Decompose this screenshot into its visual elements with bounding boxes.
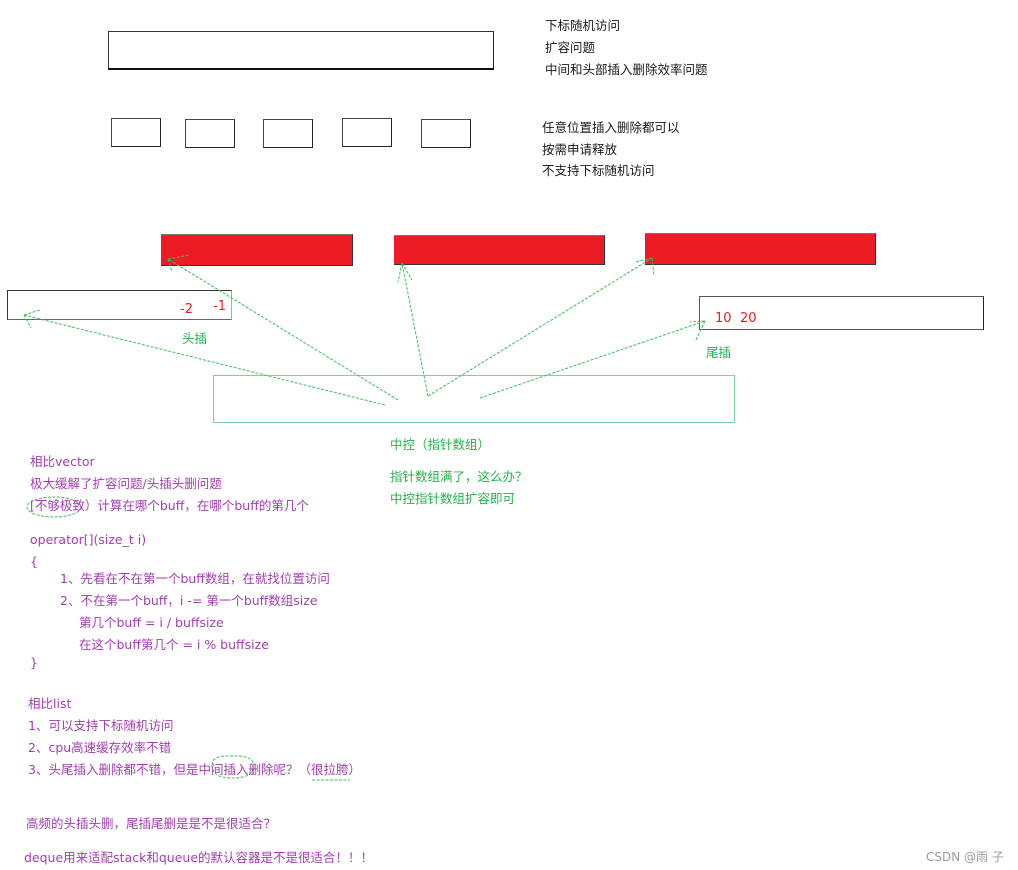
head-value-minus-2: -2 xyxy=(180,302,193,317)
deque-tail-buffer xyxy=(699,296,984,330)
central-control-array xyxy=(213,375,735,423)
operator-close-brace: } xyxy=(30,655,38,670)
deque-buffer-3 xyxy=(645,233,876,265)
tail-insert-label: 尾插 xyxy=(706,345,732,360)
tail-value-20: 20 xyxy=(740,311,757,326)
list-node-4 xyxy=(342,118,392,147)
list-note-no-random-access: 不支持下标随机访问 xyxy=(542,163,655,178)
control-full-answer: 中控指针数组扩容即可 xyxy=(390,491,516,506)
compare-vector-line1: 极大缓解了扩容问题/头插头删问题 xyxy=(30,476,222,491)
compare-list-item2: 2、cpu高速缓存效率不错 xyxy=(28,740,172,755)
central-control-label: 中控（指针数组） xyxy=(390,437,491,452)
list-node-2 xyxy=(185,119,235,148)
operator-signature: operator[](size_t i) xyxy=(30,532,147,547)
vector-contiguous-block xyxy=(108,31,494,70)
operator-step1: 1、先看在不在第一个buff数组，在就找位置访问 xyxy=(60,571,330,586)
list-node-5 xyxy=(421,119,471,148)
compare-list-item1: 1、可以支持下标随机访问 xyxy=(28,718,174,733)
control-full-question: 指针数组满了，这么办？ xyxy=(390,469,528,484)
vector-note-random-access: 下标随机访问 xyxy=(545,18,621,33)
list-note-on-demand: 按需申请释放 xyxy=(542,142,618,157)
compare-list-item3: 3、头尾插入删除都不错，但是中间插入删除呢？（很拉胯） xyxy=(28,762,361,777)
list-node-1 xyxy=(111,118,161,147)
compare-vector-line2: [不够极致）计算在哪个buff，在哪个buff的第几个 xyxy=(30,498,309,513)
deque-buffer-2 xyxy=(394,235,605,265)
list-node-3 xyxy=(263,119,313,148)
operator-open-brace: { xyxy=(30,554,38,569)
csdn-watermark: CSDN @雨 子 xyxy=(926,850,1004,864)
operator-step2a: 第几个buff = i / buffsize xyxy=(79,615,224,630)
operator-step2b: 在这个buff第几个 = i % buffsize xyxy=(79,637,269,652)
tail-value-10: 10 xyxy=(715,311,732,326)
vector-note-insert-efficiency: 中间和头部插入删除效率问题 xyxy=(545,62,708,77)
compare-vector-title: 相比vector xyxy=(30,454,95,469)
head-insert-label: 头插 xyxy=(182,331,208,346)
deque-head-buffer xyxy=(7,290,232,320)
list-note-any-insert: 任意位置插入删除都可以 xyxy=(542,120,680,135)
compare-list-title: 相比list xyxy=(28,696,72,711)
conclusion-question: 高频的头插头删，尾插尾删是是不是很适合？ xyxy=(26,816,277,831)
operator-step2: 2、不在第一个buff，i -= 第一个buff数组size xyxy=(60,593,318,608)
deque-buffer-1 xyxy=(161,234,353,266)
vector-note-expansion: 扩容问题 xyxy=(545,40,596,55)
head-value-minus-1: -1 xyxy=(213,299,226,314)
conclusion-statement: deque用来适配stack和queue的默认容器是不是很适合！！！ xyxy=(24,850,374,865)
